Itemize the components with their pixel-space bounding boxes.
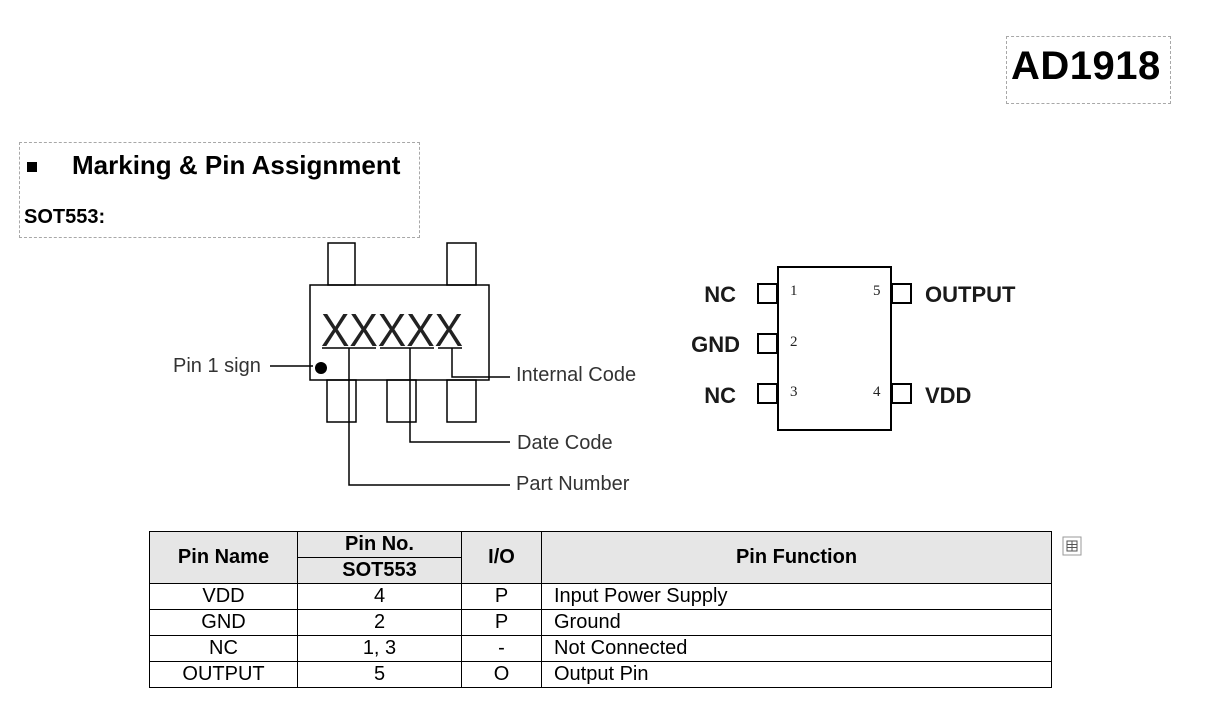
cell-pin-name: VDD [149,583,298,610]
table-row: NC 1, 3 - Not Connected [149,635,1052,662]
pin1-sign-label: Pin 1 sign [173,355,261,377]
bottom-lead-2 [386,379,417,423]
cell-function: Output Pin [541,661,1052,688]
part-number-title: AD1918 [1011,44,1161,88]
pin-number-2: 2 [790,334,798,350]
top-lead-left [327,242,356,286]
pin-stub-5 [891,283,912,304]
pin-stub-1 [757,283,778,304]
cell-function: Not Connected [541,635,1052,662]
bottom-lead-3 [446,379,477,423]
cell-pin-no: 5 [297,661,462,688]
cell-io: P [461,609,542,636]
marking-text: XXXXX [321,304,463,356]
bottom-lead-1 [326,379,357,423]
pin-name-5: OUTPUT [925,282,1016,307]
table-anchor-icon[interactable] [1062,536,1082,556]
part-number-label: Part Number [516,473,630,495]
cell-pin-name: OUTPUT [149,661,298,688]
header-pin-name: Pin Name [149,531,298,584]
table-row: OUTPUT 5 O Output Pin [149,661,1052,688]
pin-stub-3 [757,383,778,404]
cell-io: - [461,635,542,662]
pin-stub-2 [757,333,778,354]
pin-name-1: NC [704,282,736,307]
package-label: SOT553: [24,206,106,228]
header-pin-no: Pin No. [297,531,462,558]
cell-pin-no: 1, 3 [297,635,462,662]
section-bullet-icon [27,162,37,172]
section-title: Marking & Pin Assignment [72,150,401,180]
top-lead-right [446,242,477,286]
section-frame [19,142,420,238]
pin-table: Pin Name Pin No. I/O Pin Function SOT553… [149,531,1052,688]
table-row: GND 2 P Ground [149,609,1052,636]
pin-number-5: 5 [873,283,881,299]
part-number-callout [348,348,510,486]
pin-diagram [757,266,912,431]
pin-stub-4 [891,383,912,404]
pin-number-3: 3 [790,384,798,400]
cell-pin-no: 4 [297,583,462,610]
pin1-dot [315,362,327,374]
header-pin-function: Pin Function [541,531,1052,584]
pin-name-3: NC [704,383,736,408]
cell-pin-no: 2 [297,609,462,636]
cell-function: Input Power Supply [541,583,1052,610]
pin-name-2: GND [691,332,740,357]
header-package: SOT553 [297,557,462,584]
table-row: VDD 4 P Input Power Supply [149,583,1052,610]
cell-io: P [461,583,542,610]
pin-number-1: 1 [790,283,798,299]
cell-pin-name: GND [149,609,298,636]
marking-diagram [270,242,510,486]
cell-pin-name: NC [149,635,298,662]
internal-code-label: Internal Code [516,364,636,386]
pin-number-4: 4 [873,384,881,400]
cell-function: Ground [541,609,1052,636]
header-io: I/O [461,531,542,584]
internal-code-callout [451,348,510,378]
date-code-label: Date Code [517,432,613,454]
pin-name-4: VDD [925,383,971,408]
date-code-callout [409,348,510,443]
cell-io: O [461,661,542,688]
part-number-frame [1006,36,1171,104]
